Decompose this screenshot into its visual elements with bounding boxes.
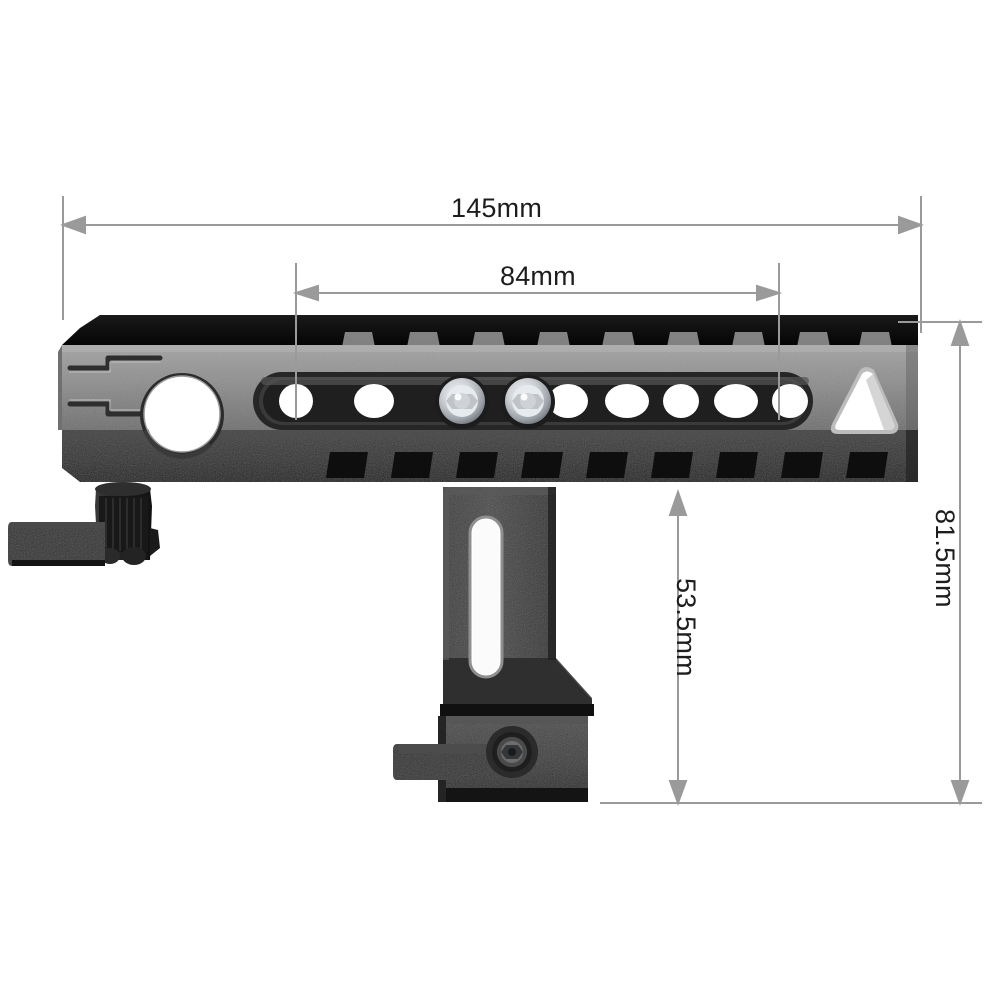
vertical-support-arm [440, 487, 594, 716]
triangular-cutout [830, 367, 899, 434]
dimension-arm-drop-height [668, 488, 688, 806]
dimension-overall-width [60, 196, 924, 333]
silver-screw-left [435, 375, 489, 429]
rod-port-hole [140, 373, 224, 459]
dimension-hole-spacing [292, 263, 783, 420]
dimension-overall-height [600, 318, 982, 806]
rod-clamp-knob [95, 482, 160, 565]
dimension-label-overall-height: 81.5mm [930, 509, 960, 608]
top-handle-bar [58, 315, 918, 482]
silver-screw-right [501, 375, 555, 429]
rod-clamp-lever [8, 522, 105, 566]
arm-clamp-block [393, 716, 588, 802]
dimension-label-hole-spacing: 84mm [500, 261, 576, 291]
dimension-label-overall-width: 145mm [451, 193, 543, 223]
dimension-label-arm-drop-height: 53.5mm [671, 578, 701, 677]
